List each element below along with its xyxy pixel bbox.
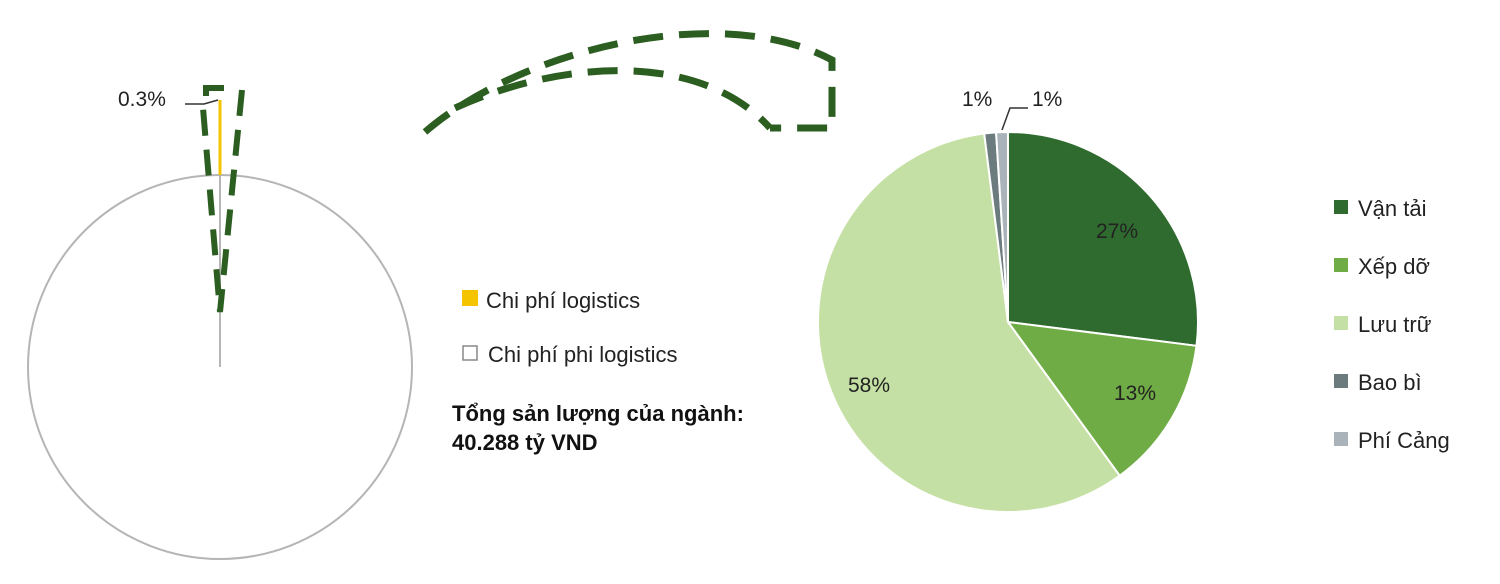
legend-swatch: [1334, 316, 1348, 330]
legend-swatch-logistics: [462, 290, 478, 306]
highlight-dashed-wedge: [199, 85, 245, 313]
legend-swatch-non-logistics: [462, 345, 478, 361]
annotation-total-value: 40.288 tỷ VND: [452, 430, 598, 455]
legend-label: Phí Cảng: [1358, 428, 1450, 453]
legend-swatch: [1334, 432, 1348, 446]
pie-slice-phí-cảng: [995, 130, 1009, 323]
right-pie: [817, 130, 1199, 513]
legend-label: Bao bì: [1358, 370, 1422, 395]
pie-slice-lưu-trữ: [817, 132, 1122, 513]
legend-swatch: [1334, 200, 1348, 214]
pie-slice-xếp-dỡ: [1005, 320, 1198, 478]
data-label-luu-tru: 58%: [848, 374, 890, 397]
legend-label: Xếp dỡ: [1358, 254, 1430, 279]
data-label-phi-cang: 1%: [1032, 88, 1062, 111]
leader-line: [185, 99, 219, 105]
data-label-bao-bi: 1%: [962, 88, 992, 111]
leader-line-phi-cang: [1001, 107, 1028, 131]
legend-label: Lưu trữ: [1358, 312, 1432, 337]
annotation-total-label: Tổng sản lượng của ngành:: [452, 401, 744, 426]
legend-label: Vận tải: [1358, 196, 1427, 221]
data-label-xep-do: 13%: [1114, 382, 1156, 405]
left-legend: Chi phí logistics Chi phí phi logistics …: [452, 288, 744, 455]
legend-label-non-logistics: Chi phí phi logistics: [488, 342, 678, 367]
data-label-van-tai: 27%: [1096, 220, 1138, 243]
legend-swatch: [1334, 258, 1348, 272]
legend-swatch: [1334, 374, 1348, 388]
dashed-arrow: [422, 30, 836, 135]
left-pie: 0.3%: [27, 85, 413, 560]
right-pie-labels: 27% 13% 58% 1% 1%: [848, 88, 1156, 405]
pie-slice-vận-tải: [1007, 130, 1199, 347]
legend-label-logistics: Chi phí logistics: [486, 288, 640, 313]
data-label-logistics: 0.3%: [118, 88, 166, 111]
